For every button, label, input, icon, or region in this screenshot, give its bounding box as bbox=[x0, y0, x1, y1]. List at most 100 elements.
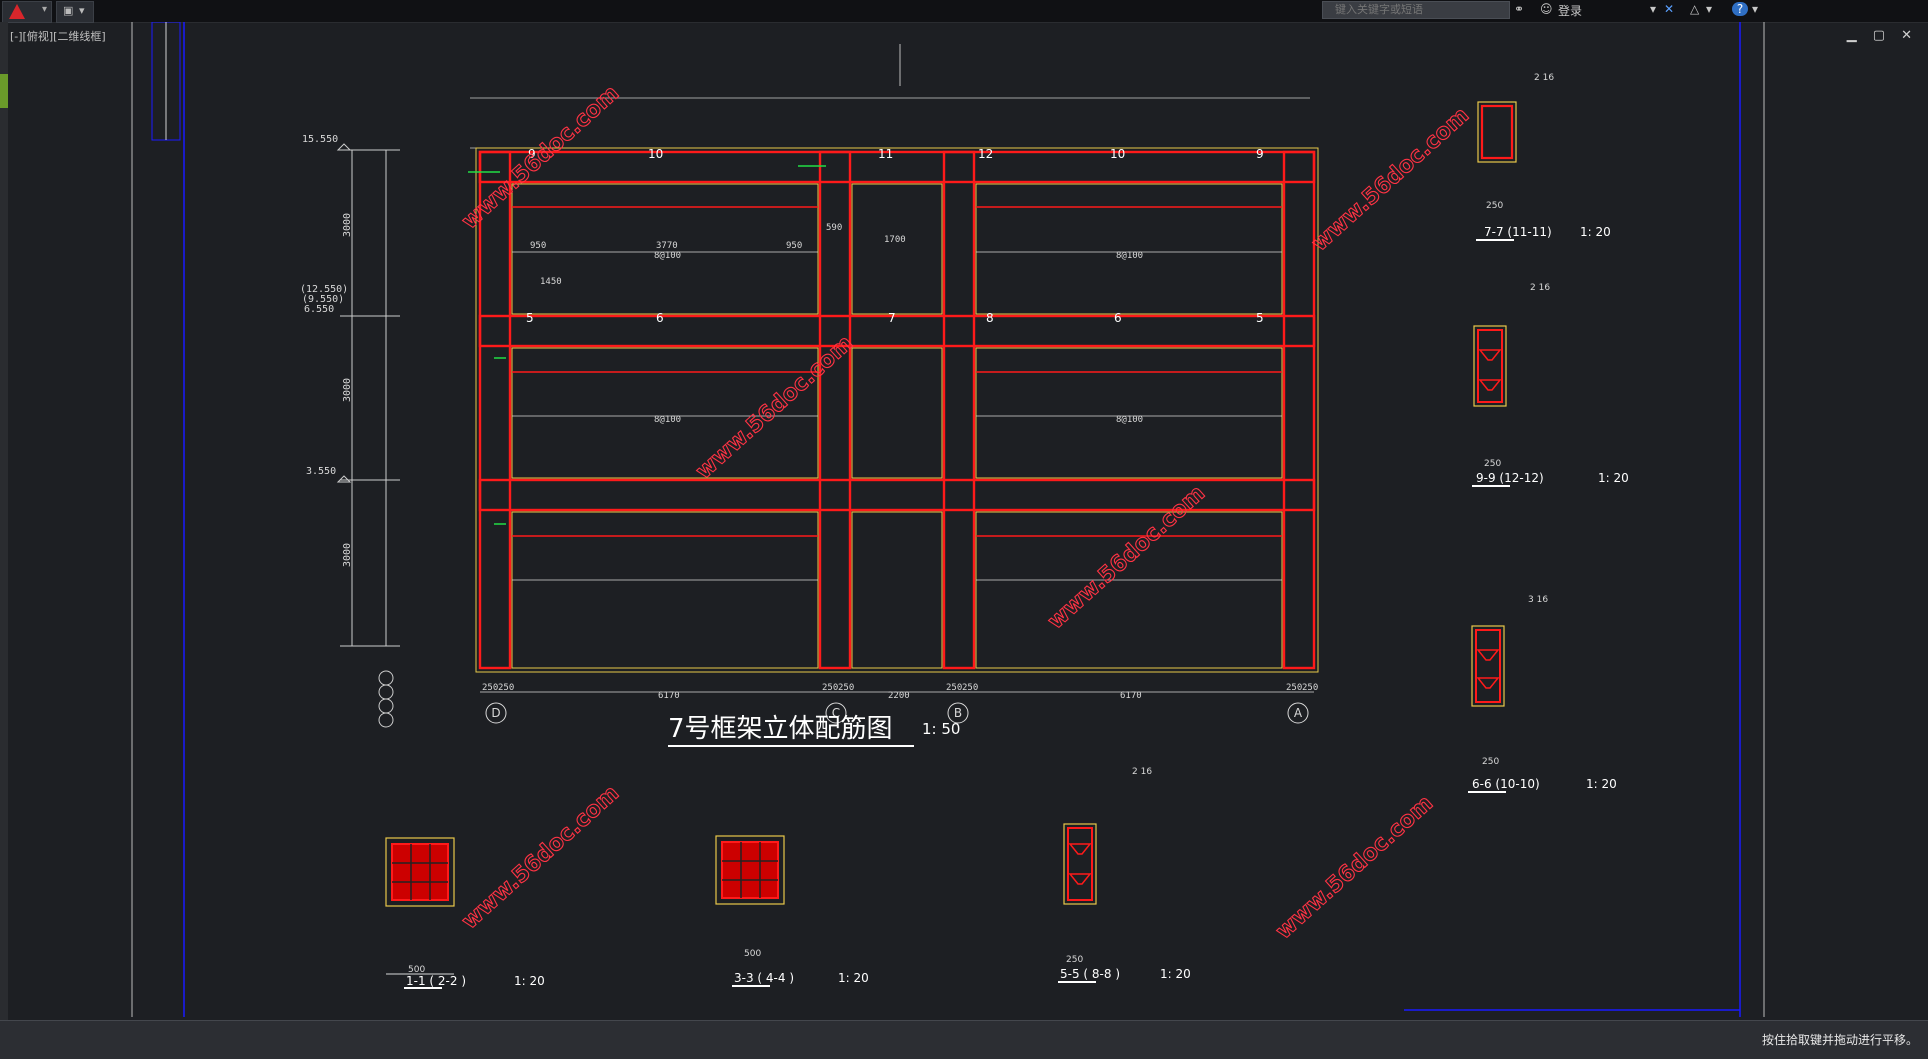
bar-callout: 6 bbox=[1114, 311, 1122, 325]
chevron-down-icon[interactable]: ▾ bbox=[1650, 2, 1657, 16]
bottom-dim: 6170 bbox=[1120, 691, 1142, 701]
chevron-down-icon: ▾ bbox=[41, 4, 47, 15]
user-icon[interactable]: ☺ bbox=[1540, 2, 1553, 16]
bar-callout: 10 bbox=[648, 147, 663, 161]
section-3-3: 500 3-3 ( 4-4 ) 1: 20 bbox=[715, 835, 869, 987]
drawing-title: 7号框架立体配筋图 bbox=[668, 714, 893, 744]
save-icon: ▣ bbox=[63, 4, 74, 17]
level-scale bbox=[336, 143, 400, 647]
drawing-scale: 1: 50 bbox=[922, 720, 960, 738]
section-dim: 500 bbox=[408, 965, 425, 975]
bar-callout: 11 bbox=[878, 147, 893, 161]
rebar-note: 2 16 bbox=[1132, 767, 1152, 777]
section-title: 5-5 ( 8-8 ) bbox=[1060, 967, 1120, 981]
section-dim: 250 bbox=[1066, 955, 1083, 965]
bottom-dim: 250 bbox=[962, 683, 978, 693]
bottom-dim: 250 bbox=[838, 683, 854, 693]
bottom-dim: 250 bbox=[498, 683, 514, 693]
chevron-down-icon: ▾ bbox=[79, 4, 85, 17]
watermark: www.56doc.com bbox=[1307, 103, 1474, 257]
section-7-7: 2 16 250 7-7 (11-11) 1: 20 bbox=[1476, 73, 1611, 241]
section-dim: 250 bbox=[1484, 459, 1501, 469]
bottom-dim: 2200 bbox=[888, 691, 910, 701]
level-mark: 15.550 bbox=[302, 134, 338, 145]
section-title: 9-9 (12-12) bbox=[1476, 471, 1544, 485]
section-scale: 1: 20 bbox=[1598, 471, 1629, 485]
bar-callout: 5 bbox=[526, 311, 534, 325]
stirrup-note: 8@100 bbox=[1116, 415, 1143, 425]
beam-dim: 950 bbox=[786, 241, 802, 251]
bottom-dim: 6170 bbox=[658, 691, 680, 701]
axis-label: D bbox=[491, 706, 500, 720]
rebar-note: 3 16 bbox=[1528, 595, 1548, 605]
beam-dim: 1450 bbox=[540, 277, 562, 287]
help-button[interactable]: ? bbox=[1732, 2, 1748, 16]
bar-callout: 12 bbox=[978, 147, 993, 161]
palette-tab[interactable] bbox=[0, 74, 8, 108]
bar-callout: 10 bbox=[1110, 147, 1125, 161]
section-dim: 500 bbox=[744, 949, 761, 959]
frame-elevation: 9 10 11 12 10 9 5 6 7 8 6 5 950 3770 950… bbox=[468, 97, 1319, 724]
drawing-canvas[interactable]: 15.550 (12.550) (9.550) 6.550 3.550 3000… bbox=[0, 22, 1928, 1020]
section-1-1: 500 1-1 ( 2-2 ) 1: 20 bbox=[385, 837, 545, 989]
login-link[interactable]: 登录 bbox=[1558, 4, 1583, 18]
section-title: 3-3 ( 4-4 ) bbox=[734, 971, 794, 985]
beam-dim: 950 bbox=[530, 241, 546, 251]
stirrup-note: 8@100 bbox=[654, 415, 681, 425]
section-9-9: 2 16 250 9-9 (12-12) 1: 20 bbox=[1472, 283, 1629, 487]
level-mark: 3.550 bbox=[306, 466, 336, 477]
quick-access-save-button[interactable]: ▣ ▾ bbox=[56, 1, 94, 23]
section-5-5: 2 16 250 5-5 ( 8-8 ) 1: 20 bbox=[1058, 767, 1191, 983]
bar-callout: 9 bbox=[1256, 147, 1264, 161]
level-mark: (12.550) bbox=[300, 284, 348, 295]
watermark: www.56doc.com bbox=[457, 81, 624, 235]
application-menu-button[interactable]: ▾ bbox=[2, 1, 52, 23]
section-scale: 1: 20 bbox=[1580, 225, 1611, 239]
story-height: 3000 bbox=[342, 213, 353, 237]
binoculars-icon[interactable]: ⚭ bbox=[1514, 2, 1525, 16]
section-scale: 1: 20 bbox=[1160, 967, 1191, 981]
bar-callout: 6 bbox=[656, 311, 664, 325]
story-height: 3000 bbox=[342, 543, 353, 567]
section-dim: 250 bbox=[1486, 201, 1503, 211]
stirrup-note: 8@100 bbox=[1116, 251, 1143, 261]
bottom-dim: 250 bbox=[1302, 683, 1318, 693]
rebar-note: 2 16 bbox=[1534, 73, 1554, 83]
drawing-window-controls[interactable]: ▁ ▢ ✕ bbox=[1846, 28, 1918, 43]
watermark: www.56doc.com bbox=[1043, 481, 1210, 635]
beam-dim: 1700 bbox=[884, 235, 906, 245]
title-bar: ▾ ▣ ▾ ⚭ ☺ 登录 ▾ ✕ △ ▾ ? ▾ bbox=[0, 0, 1928, 23]
search-input[interactable] bbox=[1322, 1, 1510, 19]
beam-dim: 590 bbox=[826, 223, 842, 233]
autocad-logo-icon bbox=[9, 4, 25, 19]
exchange-icon[interactable]: ✕ bbox=[1664, 2, 1675, 16]
story-height: 3000 bbox=[342, 378, 353, 402]
watermark: www.56doc.com bbox=[691, 331, 858, 485]
stirrup-note: 8@100 bbox=[654, 251, 681, 261]
section-6-6: 3 16 250 6-6 (10-10) 1: 20 bbox=[1468, 595, 1617, 793]
bottom-dim: 250 bbox=[822, 683, 838, 693]
bar-callout: 7 bbox=[888, 311, 896, 325]
beam-dim: 3770 bbox=[656, 241, 678, 251]
axis-label: B bbox=[954, 706, 962, 720]
section-title: 1-1 ( 2-2 ) bbox=[406, 974, 466, 988]
section-scale: 1: 20 bbox=[1586, 777, 1617, 791]
chevron-down-icon[interactable]: ▾ bbox=[1752, 2, 1759, 16]
section-title: 6-6 (10-10) bbox=[1472, 777, 1540, 791]
a360-icon[interactable]: △ bbox=[1690, 2, 1700, 16]
rebar-note: 2 16 bbox=[1530, 283, 1550, 293]
section-dim: 250 bbox=[1482, 757, 1499, 767]
status-bar: 按住拾取键并拖动进行平移。 bbox=[0, 1020, 1928, 1059]
section-scale: 1: 20 bbox=[838, 971, 869, 985]
bottom-dim: 250 bbox=[1286, 683, 1302, 693]
bar-callout: 5 bbox=[1256, 311, 1264, 325]
watermark-layer: www.56doc.com www.56doc.com www.56doc.co… bbox=[457, 80, 1475, 945]
level-mark: 6.550 bbox=[304, 304, 334, 315]
watermark: www.56doc.com bbox=[457, 781, 624, 935]
bar-callout: 9 bbox=[528, 147, 536, 161]
axis-label: C bbox=[832, 706, 840, 720]
bottom-dim: 250 bbox=[482, 683, 498, 693]
bar-callout: 8 bbox=[986, 311, 994, 325]
viewport-controls-label[interactable]: [-][俯视][二维线框] bbox=[10, 30, 106, 43]
chevron-down-icon[interactable]: ▾ bbox=[1706, 2, 1713, 16]
